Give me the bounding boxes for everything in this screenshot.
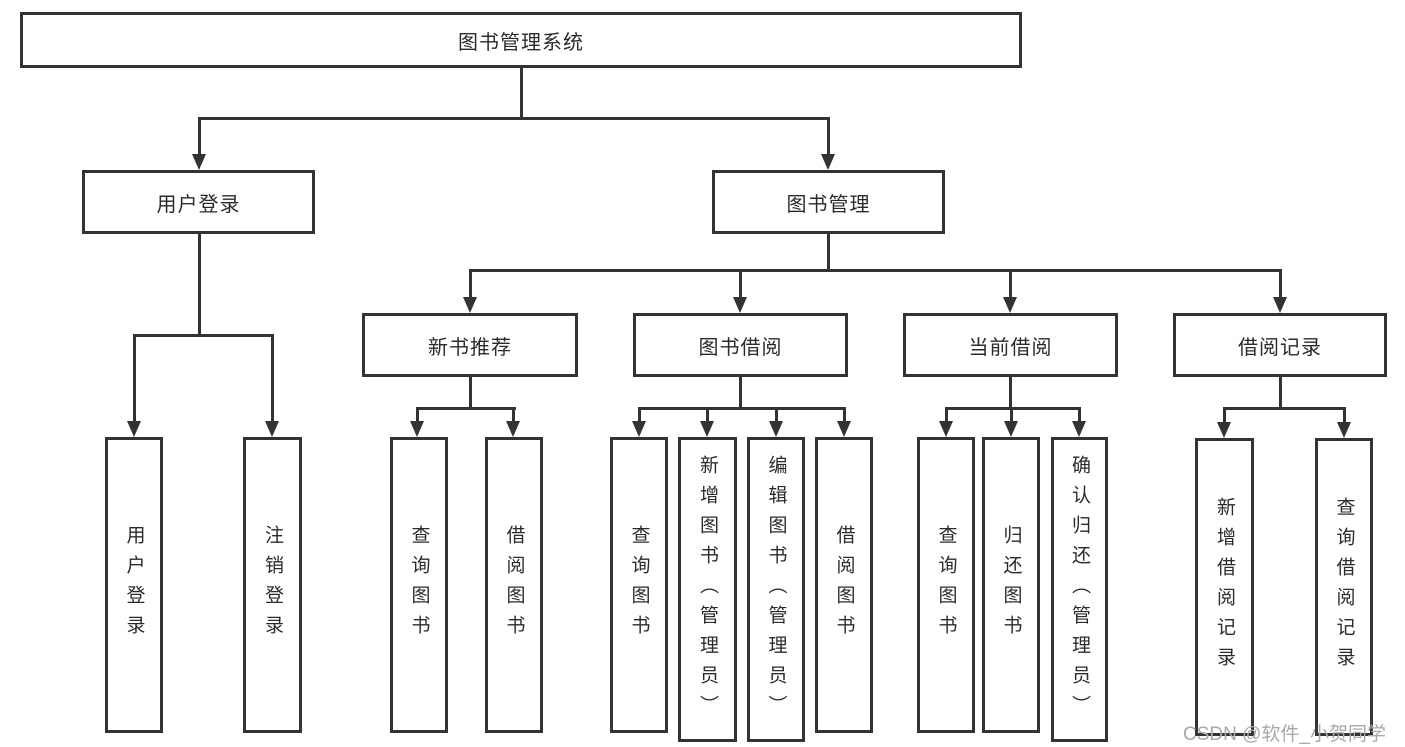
connector-drop-leaf-logout bbox=[270, 334, 274, 421]
connector-new-book-recommend-stem bbox=[468, 377, 472, 410]
node-leaf-recommend-borrow-books: 借阅图书 bbox=[485, 437, 543, 733]
node-leaf-records-add-record-label: 新增借阅记录 bbox=[1214, 497, 1235, 677]
connector-root-split bbox=[197, 117, 830, 120]
node-current-borrowing-label: 当前借阅 bbox=[968, 336, 1053, 359]
node-leaf-records-query-record-label: 查询借阅记录 bbox=[1333, 497, 1355, 677]
node-book-borrowing-label: 图书借阅 bbox=[698, 336, 783, 359]
node-leaf-borrowing-add-books-admin-label: 新增图书（管理员） bbox=[697, 454, 718, 725]
node-leaf-current-confirm-return-admin-label: 确认归还（管理员） bbox=[1069, 454, 1090, 725]
node-leaf-recommend-query-books: 查询图书 bbox=[390, 437, 448, 733]
node-user-login-label: 用户登录 bbox=[156, 193, 241, 216]
connector-drop-current-confirm bbox=[1077, 407, 1081, 421]
node-book-borrowing: 图书借阅 bbox=[633, 313, 848, 377]
node-leaf-borrowing-query-books-label: 查询图书 bbox=[628, 525, 650, 645]
connector-drop-book-borrowing bbox=[738, 269, 742, 297]
connector-book-borrowing-stem bbox=[738, 377, 742, 410]
connector-drop-new-book-recommend bbox=[468, 269, 472, 297]
node-leaf-logout-label: 注销登录 bbox=[262, 525, 283, 645]
node-leaf-current-return-books: 归还图书 bbox=[982, 437, 1040, 733]
arrow-down-borrowing-records-icon bbox=[1273, 297, 1287, 313]
node-leaf-records-query-record: 查询借阅记录 bbox=[1315, 438, 1373, 736]
node-borrowing-records-label: 借阅记录 bbox=[1238, 336, 1322, 359]
node-leaf-borrowing-edit-books-admin-label: 编辑图书（管理员） bbox=[765, 454, 787, 725]
connector-borrowing-records-split bbox=[1222, 407, 1346, 410]
connector-user-login-stem bbox=[197, 234, 201, 337]
connector-drop-current-query bbox=[944, 407, 948, 421]
connector-drop-book-management bbox=[826, 117, 830, 156]
arrow-down-records-add-icon bbox=[1217, 422, 1231, 438]
node-root: 图书管理系统 bbox=[20, 12, 1022, 68]
connector-book-management-stem bbox=[826, 233, 830, 272]
connector-current-borrowing-stem bbox=[1008, 377, 1012, 410]
node-leaf-borrowing-add-books-admin: 新增图书（管理员） bbox=[678, 437, 737, 742]
connector-drop-borrowing-query bbox=[637, 407, 641, 421]
node-leaf-recommend-query-books-label: 查询图书 bbox=[408, 525, 430, 645]
arrow-down-current-query-icon bbox=[939, 421, 953, 437]
arrow-down-borrowing-query-icon bbox=[632, 421, 646, 437]
node-leaf-user-login-label: 用户登录 bbox=[123, 525, 145, 645]
connector-drop-borrowing-edit bbox=[774, 407, 778, 421]
arrow-down-book-management-icon bbox=[821, 154, 835, 170]
node-new-book-recommend-label: 新书推荐 bbox=[428, 336, 512, 359]
connector-new-book-recommend-split bbox=[415, 407, 516, 410]
connector-drop-borrowing-borrow bbox=[842, 407, 846, 421]
connector-drop-leaf-user-login bbox=[132, 334, 136, 421]
connector-drop-user-login bbox=[197, 117, 201, 156]
connector-drop-current-borrowing bbox=[1008, 269, 1012, 297]
node-leaf-borrowing-borrow-books: 借阅图书 bbox=[815, 437, 873, 733]
node-current-borrowing: 当前借阅 bbox=[903, 313, 1118, 377]
node-leaf-logout: 注销登录 bbox=[243, 437, 302, 733]
connector-drop-records-add bbox=[1222, 407, 1226, 422]
node-leaf-current-query-books: 查询图书 bbox=[917, 437, 975, 733]
arrow-down-recommend-borrow-icon bbox=[506, 421, 520, 437]
node-leaf-borrowing-borrow-books-label: 借阅图书 bbox=[833, 525, 855, 645]
connector-borrowing-records-stem bbox=[1278, 377, 1282, 410]
arrow-down-user-login-icon bbox=[192, 154, 206, 170]
arrow-down-records-query-icon bbox=[1337, 422, 1351, 438]
node-user-login: 用户登录 bbox=[82, 170, 315, 234]
node-leaf-recommend-borrow-books-label: 借阅图书 bbox=[503, 525, 525, 645]
connector-drop-borrowing-records bbox=[1278, 269, 1282, 297]
arrow-down-borrowing-edit-icon bbox=[769, 421, 783, 437]
node-leaf-borrowing-query-books: 查询图书 bbox=[610, 437, 668, 733]
node-book-management-label: 图书管理 bbox=[786, 193, 871, 216]
connector-book-borrowing-split bbox=[637, 407, 846, 410]
arrow-down-borrowing-add-icon bbox=[700, 421, 714, 437]
connector-drop-current-return bbox=[1009, 407, 1013, 421]
connector-drop-records-query bbox=[1342, 407, 1346, 422]
node-leaf-borrowing-edit-books-admin: 编辑图书（管理员） bbox=[747, 437, 805, 742]
node-new-book-recommend: 新书推荐 bbox=[362, 313, 578, 377]
connector-user-login-split bbox=[132, 334, 274, 337]
arrow-down-leaf-logout-icon bbox=[265, 421, 279, 437]
connector-current-borrowing-split bbox=[944, 407, 1081, 410]
node-leaf-current-query-books-label: 查询图书 bbox=[935, 525, 957, 645]
arrow-down-recommend-query-icon bbox=[410, 421, 424, 437]
arrow-down-new-book-recommend-icon bbox=[463, 297, 477, 313]
connector-book-management-split bbox=[468, 269, 1282, 272]
connector-drop-recommend-borrow bbox=[511, 407, 515, 421]
arrow-down-leaf-user-login-icon bbox=[127, 421, 141, 437]
arrow-down-current-return-icon bbox=[1004, 421, 1018, 437]
arrow-down-borrowing-borrow-icon bbox=[837, 421, 851, 437]
node-book-management: 图书管理 bbox=[712, 170, 945, 234]
arrow-down-current-borrowing-icon bbox=[1003, 297, 1017, 313]
connector-drop-recommend-query bbox=[415, 407, 419, 421]
csdn-watermark: CSDN @软件_小贺同学 bbox=[1183, 724, 1386, 745]
node-leaf-current-return-books-label: 归还图书 bbox=[1000, 525, 1022, 645]
node-leaf-user-login: 用户登录 bbox=[105, 437, 163, 733]
node-leaf-current-confirm-return-admin: 确认归还（管理员） bbox=[1051, 437, 1108, 742]
arrow-down-current-confirm-icon bbox=[1072, 421, 1086, 437]
arrow-down-book-borrowing-icon bbox=[733, 297, 747, 313]
connector-drop-borrowing-add bbox=[705, 407, 709, 421]
connector-root-stem bbox=[519, 68, 523, 120]
node-leaf-records-add-record: 新增借阅记录 bbox=[1195, 438, 1254, 736]
node-borrowing-records: 借阅记录 bbox=[1173, 313, 1387, 377]
node-root-label: 图书管理系统 bbox=[458, 31, 584, 54]
